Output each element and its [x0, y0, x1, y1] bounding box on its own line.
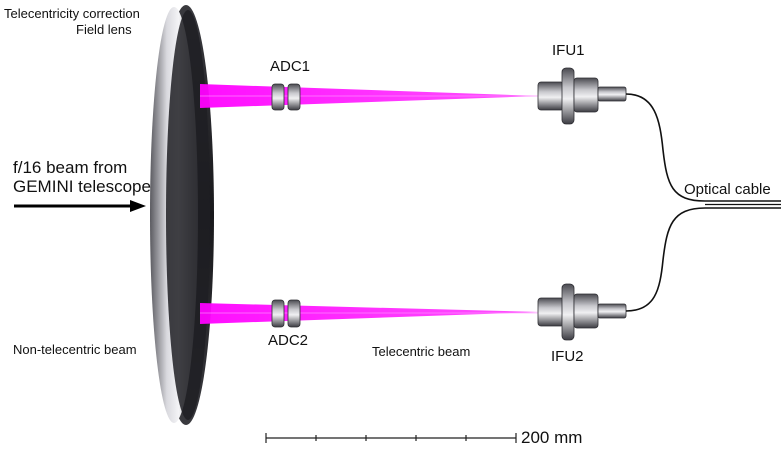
non-telecentric-label: Non-telecentric beam [13, 342, 137, 357]
adc2-element [271, 299, 301, 328]
ifu2-unit [537, 283, 627, 341]
beam-lower [200, 303, 540, 324]
ifu2-label: IFU2 [551, 348, 584, 365]
field-lens-label-line2: Field lens [76, 22, 132, 37]
ifu1-unit [537, 67, 627, 125]
field-lens-label-line1: Telecentricity correction [4, 6, 140, 21]
ifu1-label: IFU1 [552, 42, 585, 59]
field-lens [150, 5, 214, 425]
telecentric-label: Telecentric beam [372, 344, 471, 359]
beam-source-label-line1: f/16 beam from [13, 158, 128, 177]
beam-source-label-line2: GEMINI telescope [13, 177, 151, 196]
optical-cable [625, 93, 781, 312]
adc1-label: ADC1 [270, 58, 311, 75]
optical-cable-label: Optical cable [684, 181, 771, 198]
scale-bar [265, 433, 517, 443]
beam-upper [200, 84, 540, 108]
adc2-label: ADC2 [268, 332, 309, 349]
scale-bar-label: 200 mm [521, 428, 583, 447]
input-beam-arrow [14, 200, 146, 212]
adc1-element [271, 83, 301, 111]
